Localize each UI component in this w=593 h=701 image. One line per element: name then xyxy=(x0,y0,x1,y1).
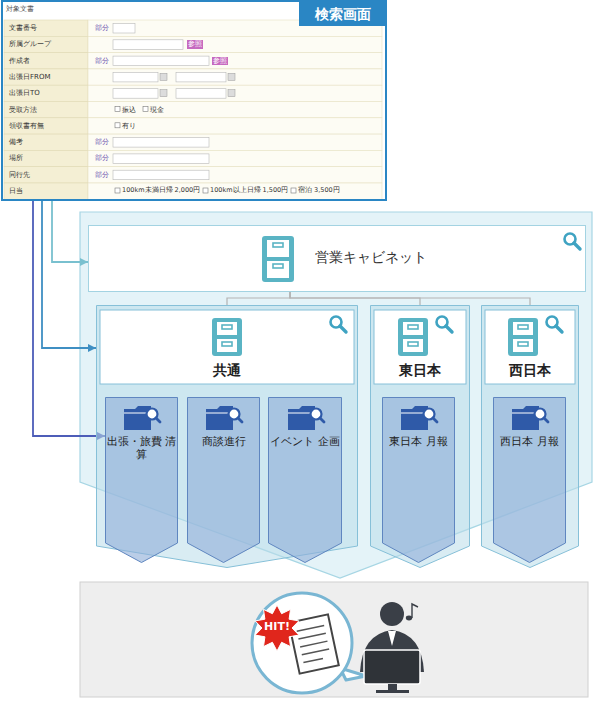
folder-column: 出張・旅費 清算 xyxy=(105,397,178,563)
search-icon xyxy=(562,231,582,251)
cabinet-box: 営業キャビネット xyxy=(88,225,586,292)
folder-icon xyxy=(511,405,549,431)
folder-icon xyxy=(287,405,325,431)
folder-column: 東日本 月報 xyxy=(382,397,455,563)
search-icon xyxy=(328,314,348,334)
cabinet-region xyxy=(80,212,592,578)
node-label: 東日本 xyxy=(374,362,466,380)
drawer-column: 共通出張・旅費 清算商談進行イベント 企画 xyxy=(96,305,358,568)
form-button: 部分 xyxy=(95,57,109,65)
hit-bubble xyxy=(252,593,366,693)
folder-column: 西日本 月報 xyxy=(493,397,566,563)
result-panel xyxy=(80,582,588,697)
search-icon xyxy=(434,314,454,334)
field-label: 備考 xyxy=(9,138,23,146)
cabinet-icon xyxy=(398,318,428,356)
field-label: 場所 xyxy=(9,154,23,162)
node-label: 東日本 月報 xyxy=(382,435,455,448)
form-button: 部分 xyxy=(95,138,109,146)
form-button: 部分 xyxy=(95,171,109,179)
connector xyxy=(227,292,290,305)
search-icon xyxy=(544,314,564,334)
node-label: 西日本 月報 xyxy=(493,435,566,448)
search-form xyxy=(2,1,386,200)
search-screen: 検索画面 xyxy=(1,0,387,201)
folder-icon xyxy=(205,405,243,431)
option-label: 現金 xyxy=(150,106,164,114)
field-label: 日当 xyxy=(9,187,23,195)
folder-column: 商談進行 xyxy=(187,397,260,563)
field-label: 文書番号 xyxy=(9,24,37,32)
field-label: 出張日TO xyxy=(9,89,40,97)
field-label: 領収書有無 xyxy=(9,122,44,130)
form-title: 対象文書 xyxy=(6,5,34,13)
node-label: 商談進行 xyxy=(187,435,260,448)
drawer-column: 東日本東日本 月報 xyxy=(370,305,470,568)
drawer-column: 西日本西日本 月報 xyxy=(481,305,579,568)
hit-badge: HIT! xyxy=(261,620,293,633)
connector xyxy=(52,201,88,262)
field-label: 出張日FROM xyxy=(9,73,50,81)
field-label: 作成者 xyxy=(9,57,30,65)
option-label: 有り xyxy=(122,122,136,130)
connector xyxy=(290,292,530,305)
cabinet-icon xyxy=(508,318,538,356)
form-button: 部分 xyxy=(95,24,109,32)
option-label: 100km未満日帰 2,000円 xyxy=(122,187,200,195)
cabinet-icon xyxy=(262,236,294,282)
field-label: 所属グループ xyxy=(9,40,51,48)
option-label: 宿泊 3,500円 xyxy=(298,187,340,195)
cabinet-icon xyxy=(212,318,242,356)
folder-icon xyxy=(400,405,438,431)
form-button: 参照 xyxy=(212,57,228,65)
node-label: 西日本 xyxy=(485,362,575,380)
option-label: 100km以上日帰 1,500円 xyxy=(210,187,288,195)
folder-column: イベント 企画 xyxy=(268,397,342,563)
node-label: イベント 企画 xyxy=(268,435,342,448)
folder-icon xyxy=(123,405,161,431)
node-label: 出張・旅費 清算 xyxy=(105,435,178,462)
node-label: 共通 xyxy=(100,362,354,380)
user-figure xyxy=(360,602,424,693)
node-label: 検索画面 xyxy=(299,2,387,26)
form-button: 参照 xyxy=(187,40,203,48)
field-label: 同行先 xyxy=(9,171,30,179)
form-button: 部分 xyxy=(95,154,109,162)
option-label: 振込 xyxy=(122,106,136,114)
field-label: 受取方法 xyxy=(9,106,37,114)
node-label: 営業キャビネット xyxy=(315,249,427,267)
